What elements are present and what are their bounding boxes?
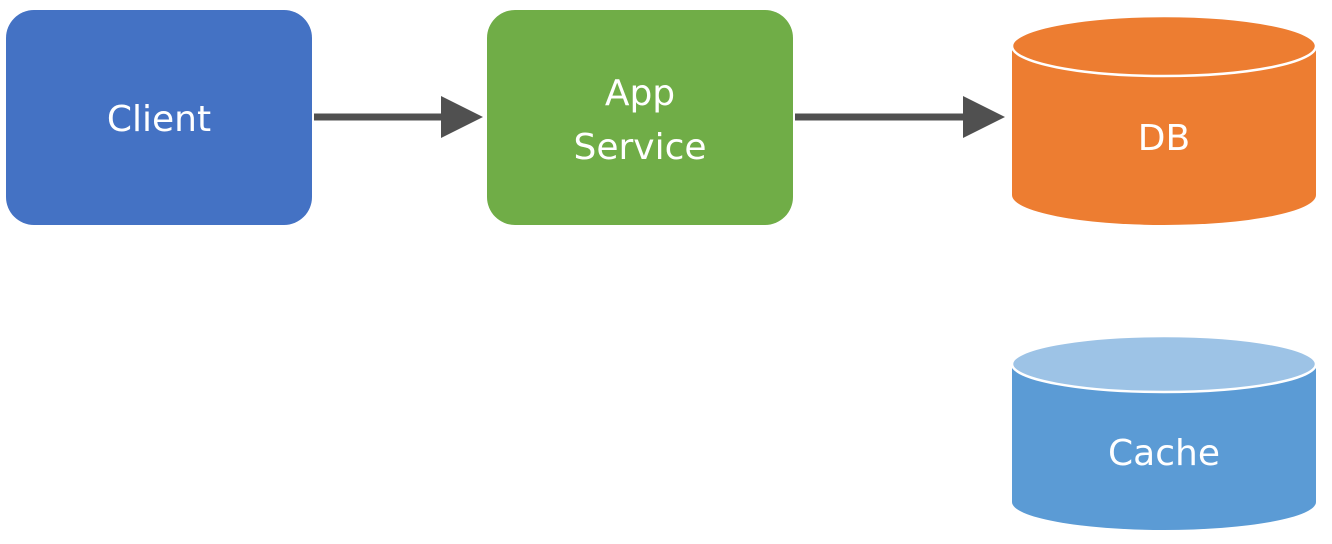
db-cylinder-body	[1012, 46, 1316, 225]
client-box	[6, 10, 312, 225]
db-node: DB	[1010, 14, 1318, 225]
app-service-label-line2: Service	[573, 127, 706, 168]
db-cylinder-top	[1010, 14, 1318, 78]
client-node: Client	[6, 10, 312, 225]
app-service-box	[487, 10, 793, 225]
cache-cylinder-body	[1012, 364, 1316, 530]
cache-cylinder-top	[1010, 334, 1318, 394]
app-service-node: App Service	[487, 10, 793, 225]
db-label: DB	[1138, 118, 1190, 159]
cache-node: Cache	[1010, 334, 1318, 530]
app-service-label-line1: App	[605, 73, 675, 114]
cache-label: Cache	[1108, 433, 1220, 474]
client-label: Client	[107, 99, 211, 140]
